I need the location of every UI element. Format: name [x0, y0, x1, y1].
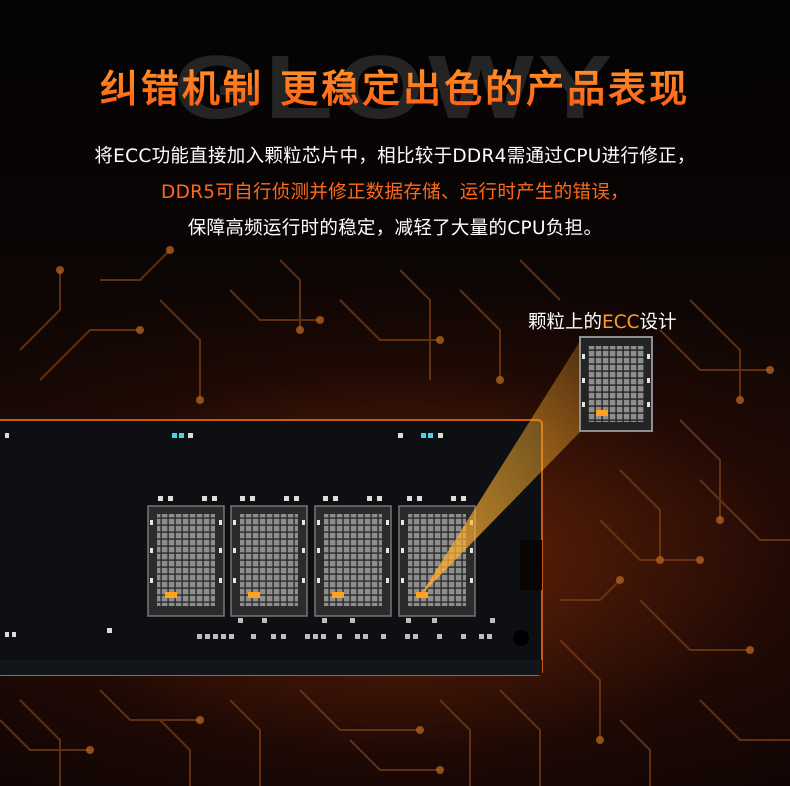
description-line-3: 保障高频运行时的稳定，减轻了大量的CPU负担。: [187, 218, 603, 239]
description-line-2: DDR5可自行侦测并修正数据存储、运行时产生的错误，: [161, 182, 629, 203]
ecc-callout-label: 颗粒上的ECC设计: [528, 308, 677, 334]
dram-chip-1: [147, 496, 225, 617]
page-title: 纠错机制 更稳定出色的产品表现: [0, 58, 790, 113]
ecc-chip-zoom: [579, 336, 653, 432]
dram-chip-2: [230, 496, 308, 617]
callout-suffix: 设计: [639, 312, 677, 333]
description-line-1: 将ECC功能直接加入颗粒芯片中，相比较于DDR4需通过CPU进行修正，: [94, 146, 696, 167]
brand-watermark: GLOWY: [173, 38, 616, 132]
zoom-beam: [420, 338, 582, 596]
watermark-text: GLOWY: [173, 38, 616, 132]
dram-chip-4: [398, 496, 476, 617]
callout-highlight: ECC: [602, 312, 640, 333]
callout-prefix: 颗粒上的: [528, 312, 603, 333]
dram-chip-3: [314, 496, 392, 617]
